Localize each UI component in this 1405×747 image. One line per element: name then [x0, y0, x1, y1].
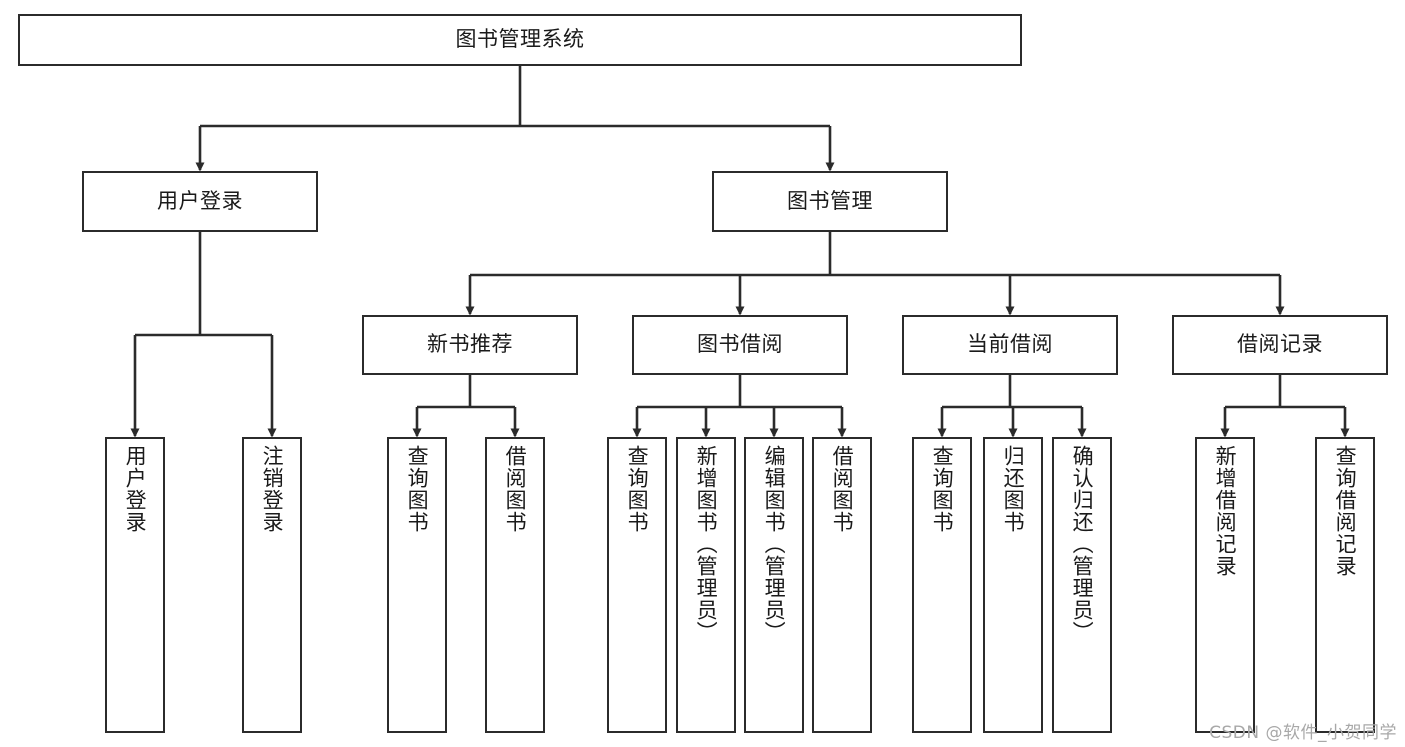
node-label: 查询图书 [405, 445, 430, 533]
node-label: 用户登录 [157, 188, 243, 213]
node-label: 查询图书 [930, 445, 955, 533]
node-leaf-confirm-return[interactable]: 确认归还（管理员） [1052, 437, 1112, 733]
node-label: 借阅记录 [1237, 332, 1323, 357]
node-leaf-query-book-2[interactable]: 查询图书 [607, 437, 667, 733]
node-leaf-query-book-3[interactable]: 查询图书 [912, 437, 972, 733]
node-book-manage[interactable]: 图书管理 [712, 171, 948, 232]
node-borrow-record[interactable]: 借阅记录 [1172, 315, 1388, 375]
node-label: 借阅图书 [503, 445, 528, 533]
node-leaf-borrow-book-1[interactable]: 借阅图书 [485, 437, 545, 733]
node-label: 图书管理 [787, 188, 873, 213]
node-label: 确认归还（管理员） [1070, 445, 1095, 643]
node-leaf-add-book[interactable]: 新增图书（管理员） [676, 437, 736, 733]
node-label: 编辑图书（管理员） [762, 445, 787, 643]
node-label: 注销登录 [260, 445, 285, 533]
node-leaf-borrow-book-2[interactable]: 借阅图书 [812, 437, 872, 733]
node-label: 图书借阅 [697, 332, 783, 357]
node-label: 当前借阅 [967, 332, 1053, 357]
node-book-borrow[interactable]: 图书借阅 [632, 315, 848, 375]
node-user-login[interactable]: 用户登录 [82, 171, 318, 232]
node-current-borrow[interactable]: 当前借阅 [902, 315, 1118, 375]
node-label: 查询借阅记录 [1333, 445, 1358, 577]
node-root[interactable]: 图书管理系统 [18, 14, 1022, 66]
node-label: 新增图书（管理员） [694, 445, 719, 643]
node-leaf-logout[interactable]: 注销登录 [242, 437, 302, 733]
node-label: 图书管理系统 [455, 27, 585, 52]
node-label: 新书推荐 [427, 332, 513, 357]
node-leaf-return-book[interactable]: 归还图书 [983, 437, 1043, 733]
node-leaf-query-book-1[interactable]: 查询图书 [387, 437, 447, 733]
node-leaf-add-record[interactable]: 新增借阅记录 [1195, 437, 1255, 733]
node-leaf-user-login[interactable]: 用户登录 [105, 437, 165, 733]
node-label: 查询图书 [625, 445, 650, 533]
node-label: 借阅图书 [830, 445, 855, 533]
node-label: 归还图书 [1001, 445, 1026, 533]
node-label: 新增借阅记录 [1213, 445, 1238, 577]
csdn-watermark: CSDN @软件_小贺同学 [1209, 723, 1397, 743]
node-label: 用户登录 [123, 445, 148, 533]
node-leaf-query-record[interactable]: 查询借阅记录 [1315, 437, 1375, 733]
node-leaf-edit-book[interactable]: 编辑图书（管理员） [744, 437, 804, 733]
node-new-book-recommend[interactable]: 新书推荐 [362, 315, 578, 375]
